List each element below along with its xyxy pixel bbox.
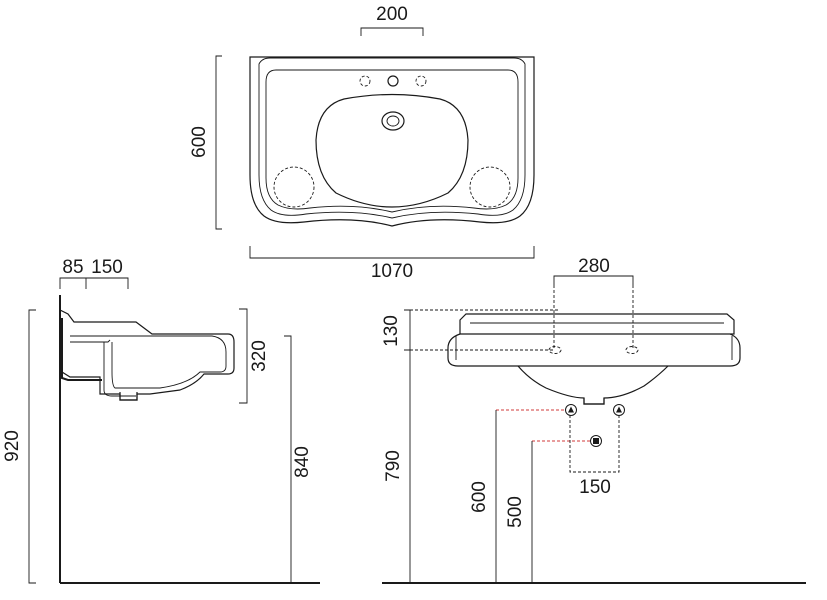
drain-hole: [381, 111, 405, 131]
rim-drop-label: 130: [381, 315, 402, 347]
bowl-front: [517, 365, 669, 405]
fixing-spacing-label: 280: [578, 256, 610, 277]
basin-inner-rim-top: [265, 69, 519, 213]
basin-rim-top: [258, 57, 526, 219]
rim-height-label: 840: [292, 446, 313, 478]
depth-dimension-line: [215, 55, 222, 230]
tap-hole-center: [387, 75, 399, 87]
waste-height-label: 500: [505, 496, 526, 528]
supply-spacing-label: 150: [579, 477, 611, 498]
tap-hole-right: [415, 75, 427, 87]
offset-dimension-line: [59, 277, 129, 289]
offset-b-label: 150: [91, 257, 123, 278]
offset-a-label: 85: [62, 257, 83, 278]
basin-height-dimension-line: [239, 308, 248, 404]
width-label: 1070: [371, 261, 413, 282]
supply-right-icon: [613, 404, 625, 416]
soap-dish-right: [469, 166, 511, 208]
fixing-hole-right: [625, 346, 639, 354]
basin-body-front: [447, 333, 741, 367]
top-view: 200 600 1070: [189, 4, 535, 282]
tap-spacing-dimension-line: [360, 27, 424, 36]
total-height-label: 920: [2, 430, 23, 462]
soap-dish-left: [273, 166, 315, 208]
basin-profile-side: [59, 309, 235, 401]
bowl-top: [315, 93, 469, 208]
fixing-height-label: 790: [383, 450, 404, 482]
supply-height-label: 600: [469, 481, 490, 513]
rim-height-dimension-line: [284, 335, 292, 583]
width-dimension-line: [249, 246, 535, 259]
basin-outline-top: [249, 56, 535, 227]
tap-hole-left: [359, 75, 371, 87]
fixing-hole-left: [548, 346, 562, 354]
tap-spacing-label: 200: [376, 4, 408, 25]
waste-outlet-icon: [590, 435, 602, 447]
fixing-spacing-dimension-line: [553, 275, 634, 285]
supply-left-icon: [565, 404, 577, 416]
total-height-dimension-line: [28, 309, 36, 584]
basin-wall-side: [61, 318, 102, 381]
depth-label: 600: [189, 126, 210, 158]
rim-drop-dimension-line: [404, 309, 411, 351]
side-view: 85 150 920 320 840: [2, 257, 320, 584]
front-view: 280 130 790: [381, 256, 806, 584]
basin-rim-front: [459, 313, 735, 335]
basin-height-label: 320: [249, 340, 270, 372]
